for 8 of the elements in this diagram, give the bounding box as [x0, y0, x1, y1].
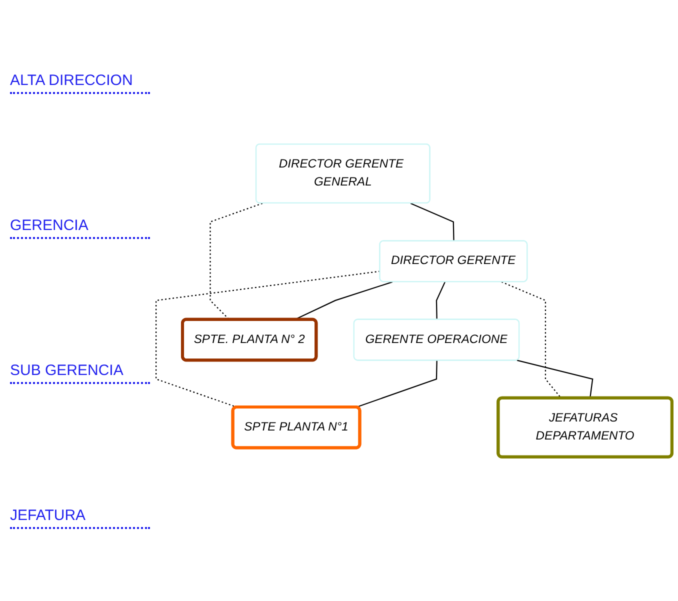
connector	[516, 360, 594, 398]
level-label: ALTA DIRECCION	[10, 72, 150, 94]
connector	[410, 202, 454, 242]
connector	[436, 282, 446, 320]
level-label: JEFATURA	[10, 507, 150, 530]
connector	[356, 360, 438, 408]
level-label: SUB GERENCIA	[10, 362, 150, 384]
level-label: GERENCIA	[10, 216, 150, 239]
